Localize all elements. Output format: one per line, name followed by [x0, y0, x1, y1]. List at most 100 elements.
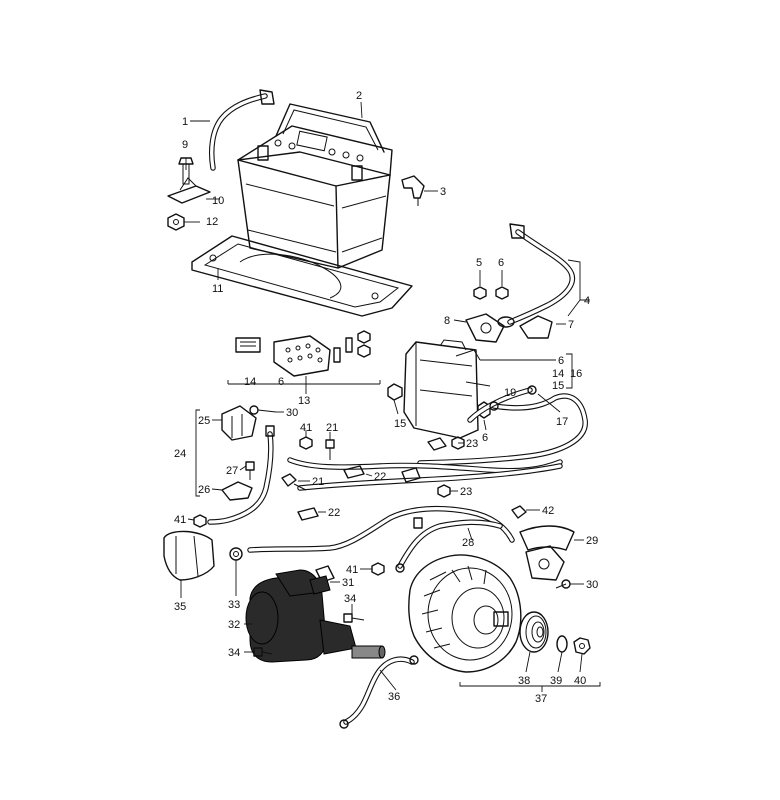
callout-22a: 22 [374, 471, 386, 483]
starter-cable [247, 505, 515, 573]
bracket-26 [221, 481, 253, 501]
ground-strap [208, 89, 275, 171]
callout-9: 9 [182, 139, 188, 151]
callout-3: 3 [440, 186, 446, 198]
callout-14b: 14 [552, 368, 564, 380]
callout-34b: 34 [228, 647, 240, 659]
callout-26: 26 [198, 484, 210, 496]
battery-cable-lead [207, 425, 275, 525]
callout-34a: 34 [344, 593, 356, 605]
fuse-strip-14 [235, 337, 261, 353]
clamp-22a [343, 465, 365, 479]
callout-36: 36 [388, 691, 400, 703]
callout-7: 7 [568, 319, 574, 331]
callout-23a: 23 [466, 438, 478, 450]
callout-11: 11 [212, 283, 223, 295]
callout-41b: 41 [174, 514, 186, 526]
terminal-part-3 [401, 175, 425, 206]
callout-17: 17 [556, 416, 568, 428]
callout-2: 2 [356, 90, 362, 102]
terminal-housing [525, 545, 565, 581]
battery-tray [191, 235, 413, 317]
callout-32: 32 [228, 619, 240, 631]
leader-lines [180, 101, 590, 692]
bolt-30a [249, 405, 277, 415]
alternator [408, 554, 522, 673]
callout-35: 35 [174, 601, 186, 613]
callout-10: 10 [212, 195, 224, 207]
callout-6b: 6 [278, 376, 284, 388]
starter-motor [245, 569, 386, 663]
callout-37: 37 [535, 693, 547, 705]
callout-14a: 14 [244, 376, 256, 388]
nut-6a [495, 286, 509, 300]
callout-5: 5 [476, 257, 482, 269]
nut-12 [167, 213, 185, 231]
main-cable-middle [297, 463, 563, 491]
bolt-42 [511, 505, 527, 519]
callout-30a: 30 [286, 407, 298, 419]
bracket-13 [227, 380, 381, 385]
bolt-21a [325, 439, 335, 460]
callout-22b: 22 [328, 507, 340, 519]
callout-21b: 21 [312, 476, 324, 488]
washer-39 [556, 635, 568, 653]
nut-41a [299, 436, 313, 450]
callout-1: 1 [182, 116, 188, 128]
battery-positive-cable [497, 223, 576, 328]
bracket-37 [459, 682, 601, 687]
callout-15a: 15 [552, 380, 564, 392]
nut-23b [437, 484, 451, 498]
terminal-cover-35 [163, 530, 215, 581]
bracket-24 [195, 409, 200, 497]
callout-31: 31 [342, 577, 354, 589]
callout-4: 4 [584, 295, 590, 307]
callout-42: 42 [542, 505, 554, 517]
callout-21a: 21 [326, 422, 338, 434]
callout-41c: 41 [346, 564, 358, 576]
fuse-box [387, 339, 491, 439]
callout-labels: 1 2 3 4 5 6 7 8 9 10 11 12 13 14 6 6 14 … [174, 90, 598, 705]
callout-29: 29 [586, 535, 598, 547]
callout-41a: 41 [300, 422, 312, 434]
callout-12: 12 [206, 216, 218, 228]
washer-33 [229, 547, 243, 561]
nut-41c [371, 562, 385, 576]
callout-39: 39 [550, 675, 562, 687]
nut-41b [193, 514, 207, 528]
callout-40: 40 [574, 675, 586, 687]
callout-6a: 6 [498, 257, 504, 269]
alternator-cable [339, 655, 419, 729]
callout-30b: 30 [586, 579, 598, 591]
callout-19: 19 [504, 387, 516, 399]
fuse-terminals [333, 330, 371, 363]
callout-13: 13 [298, 395, 310, 407]
bolt-30b [555, 579, 571, 589]
fuse-holder-13 [273, 335, 331, 377]
bolt-27 [245, 461, 255, 480]
clamp-23 [401, 437, 447, 483]
bolt-21b [281, 473, 307, 491]
main-cable-upper [417, 385, 588, 466]
nut-23a [451, 436, 465, 450]
callout-6c: 6 [558, 355, 564, 367]
cover-clip-7 [519, 315, 553, 339]
callout-38: 38 [518, 675, 530, 687]
callout-23b: 23 [460, 486, 472, 498]
bracket-25 [221, 405, 257, 441]
clamp-22b [297, 507, 319, 521]
callout-8: 8 [444, 315, 450, 327]
callout-33: 33 [228, 599, 240, 611]
callout-15b: 15 [394, 418, 406, 430]
callout-25: 25 [198, 415, 210, 427]
callout-6d: 6 [482, 432, 488, 444]
callout-27: 27 [226, 465, 238, 477]
callout-28: 28 [462, 537, 474, 549]
nut-5 [473, 286, 487, 300]
battery [237, 103, 393, 269]
nut-40 [573, 637, 591, 655]
callout-16: 16 [570, 368, 582, 380]
pulley-38 [519, 611, 549, 653]
bolt-34a [343, 613, 365, 623]
